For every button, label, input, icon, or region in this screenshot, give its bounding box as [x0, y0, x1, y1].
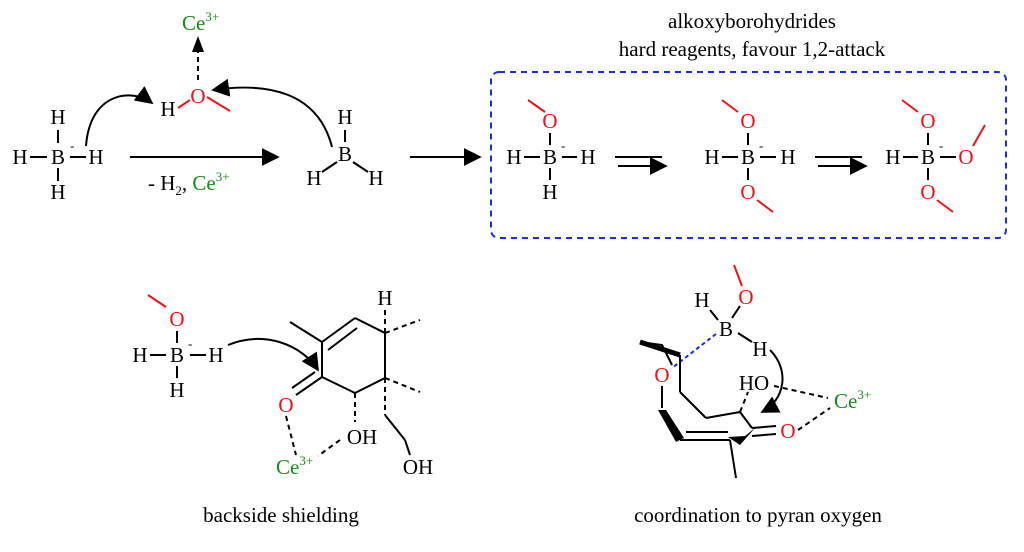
- curved-arrow: [85, 86, 154, 147]
- atom-b: B: [338, 142, 352, 166]
- atom-b: B: [51, 145, 65, 169]
- caption-pyran-coordination: coordination to pyran oxygen: [634, 503, 882, 527]
- atom-h: H: [542, 180, 557, 204]
- trialkoxyborohydride: O H B - O O: [885, 99, 986, 213]
- atom-h: H: [780, 145, 795, 169]
- atom-h: H: [337, 105, 352, 129]
- atom-b: B: [921, 145, 935, 169]
- atom-o: O: [542, 109, 557, 133]
- cerium-label: Ce3+: [834, 387, 871, 413]
- atom-o: O: [738, 285, 753, 309]
- atom-o: O: [920, 109, 935, 133]
- pyran-coordination-scheme: O B H H O O HO Ce3+: [639, 264, 871, 479]
- backside-shielding-scheme: O H B - H H O H OH: [132, 286, 433, 479]
- reaction-condition: - H2, Ce3+: [148, 169, 230, 198]
- atom-h: H: [306, 166, 321, 190]
- charge-minus: -: [939, 138, 943, 153]
- atom-h: H: [704, 145, 719, 169]
- cerium-label: Ce3+: [182, 9, 219, 35]
- atom-h: H: [368, 166, 383, 190]
- curved-arrow: [211, 78, 333, 148]
- atom-b: B: [719, 317, 733, 341]
- box-title: alkoxyborohydrides: [668, 9, 836, 33]
- atom-h: H: [506, 145, 521, 169]
- atom-h: H: [208, 343, 223, 367]
- atom-o: O: [920, 180, 935, 204]
- caption-backside-shielding: backside shielding: [203, 503, 359, 527]
- atom-b: B: [170, 343, 184, 367]
- atom-h: H: [694, 288, 709, 312]
- atom-o: O: [958, 145, 973, 169]
- monoalkoxyborohydride: O H B - H H: [506, 99, 596, 204]
- borohydride-bh4: H H B - H H: [12, 105, 103, 204]
- atom-o: O: [740, 109, 755, 133]
- atom-oh: OH: [403, 455, 433, 479]
- atom-o: O: [654, 363, 669, 387]
- atom-h: H: [132, 343, 147, 367]
- cerium-label: Ce3+: [276, 453, 313, 479]
- atom-h: H: [50, 180, 65, 204]
- box-subtitle: hard reagents, favour 1,2-attack: [619, 37, 886, 61]
- atom-oh: OH: [347, 425, 377, 449]
- atom-h: H: [377, 286, 392, 310]
- alkoxyborohydride-box: [490, 71, 1007, 239]
- atom-h: H: [169, 378, 184, 402]
- atom-o: O: [740, 180, 755, 204]
- dialkoxyborohydride: O H B - H O: [704, 99, 796, 213]
- curved-arrow: [227, 338, 319, 372]
- atom-h: H: [752, 337, 767, 361]
- atom-b: B: [543, 145, 557, 169]
- atom-h: H: [88, 145, 103, 169]
- atom-h: H: [885, 145, 900, 169]
- atom-o: O: [278, 393, 293, 417]
- atom-b: B: [741, 145, 755, 169]
- atom-o: O: [780, 419, 795, 443]
- atom-h: H: [160, 97, 175, 121]
- curved-arrow: [760, 349, 784, 413]
- atom-o: O: [190, 84, 205, 108]
- methanol-cerium: H O Ce3+: [160, 9, 231, 121]
- atom-ho: HO: [739, 371, 769, 395]
- charge-minus: -: [561, 138, 565, 153]
- atom-h: H: [580, 145, 595, 169]
- borane-bh3: H B H H: [306, 105, 383, 190]
- atom-h: H: [50, 105, 65, 129]
- charge-minus: -: [70, 138, 74, 153]
- charge-minus: -: [188, 336, 192, 351]
- atom-h: H: [12, 145, 27, 169]
- atom-o: O: [169, 307, 184, 331]
- b-o-interaction: [671, 333, 717, 369]
- charge-minus: -: [759, 138, 763, 153]
